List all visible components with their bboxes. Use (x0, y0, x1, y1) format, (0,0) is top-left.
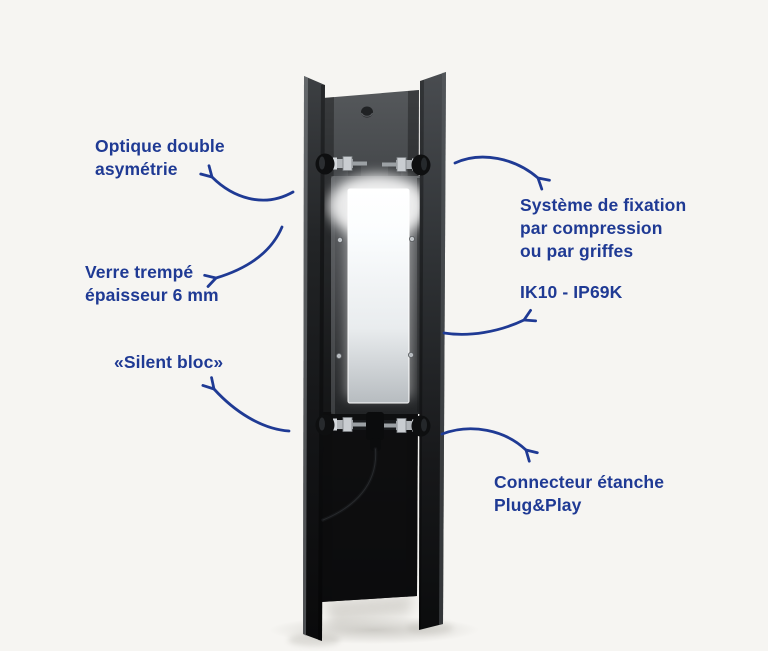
silent-bloc-bottom-left (315, 414, 367, 436)
label-verre-trempe: Verre trempé épaisseur 6 mm (85, 261, 219, 307)
label-line: Verre trempé (85, 262, 194, 282)
lower-interior (321, 412, 418, 602)
left-flange (303, 76, 325, 641)
arrow-systeme-fixation (453, 155, 551, 191)
label-line: Plug&Play (494, 495, 582, 515)
label-line: ou par griffes (520, 241, 634, 261)
right-flange (419, 72, 446, 630)
arrow-optique-double (199, 164, 295, 202)
label-silent-bloc: «Silent bloc» (114, 351, 223, 374)
silent-bloc-top-right (382, 154, 431, 176)
glass-diffuser (348, 189, 409, 403)
label-line: Connecteur étanche (494, 472, 665, 492)
silent-bloc-top-left (315, 153, 367, 175)
arrow-connecteur (440, 427, 539, 463)
label-line: épaisseur 6 mm (85, 285, 219, 305)
label-line: par compression (520, 218, 663, 238)
label-systeme-fixation: Système de fixation par compression ou p… (520, 194, 686, 263)
label-optique-double-asymetrie: Optique double asymétrie (95, 135, 225, 181)
label-line: IK10 - IP69K (520, 282, 623, 302)
label-line: asymétrie (95, 159, 178, 179)
arrow-silent-bloc (201, 376, 291, 433)
plug-play-connector (321, 412, 384, 522)
label-line: «Silent bloc» (114, 352, 224, 372)
mounting-hole (361, 106, 373, 118)
label-ik-rating: IK10 - IP69K (520, 281, 622, 304)
silent-bloc-bottom-right (382, 415, 431, 437)
label-connecteur-etanche: Connecteur étanche Plug&Play (494, 471, 664, 517)
arrow-verre-trempe (203, 225, 284, 288)
label-line: Optique double (95, 136, 225, 156)
label-line: Système de fixation (520, 195, 687, 215)
frame-screws (335, 235, 415, 359)
arrow-ik-rating (442, 308, 538, 336)
